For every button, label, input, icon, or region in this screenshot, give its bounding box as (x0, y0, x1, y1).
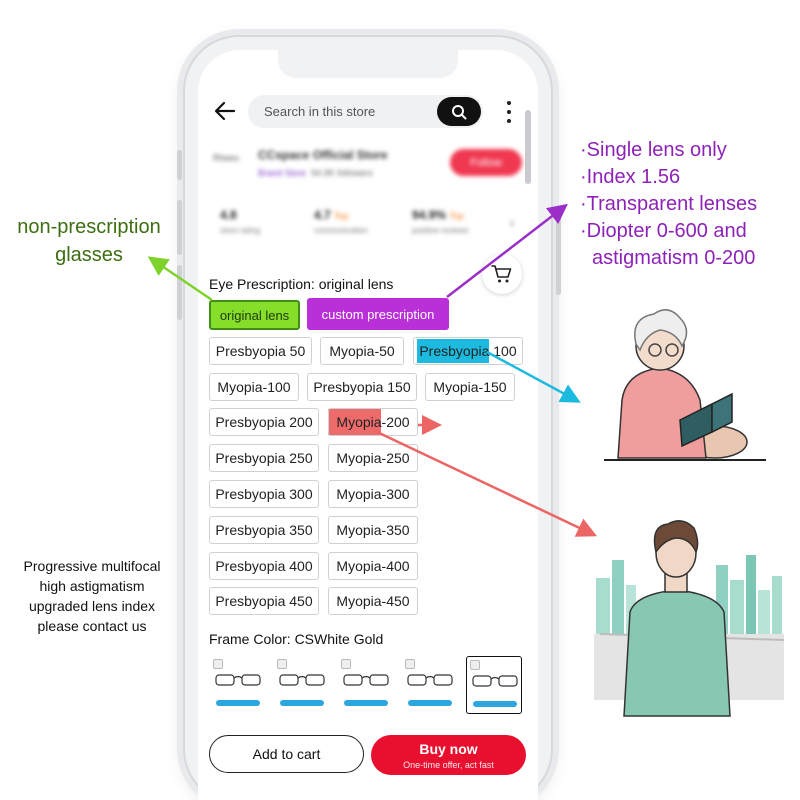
lens-type-custom[interactable]: custom prescription (307, 298, 449, 330)
young-man-city-illustration (594, 520, 785, 717)
cart-icon (491, 265, 512, 283)
annotation-custom-features: ·Single lens only ·Index 1.56 ·Transpare… (580, 137, 798, 272)
annotation-line: upgraded lens index (28, 598, 156, 614)
annotation-line: non-prescription (17, 216, 161, 238)
annotation-line: ·Diopter 0-600 and (580, 220, 747, 242)
stat-hot: Top (334, 211, 349, 221)
glasses-icon (407, 674, 453, 686)
option-chip[interactable]: Presbyopia 250 (209, 444, 319, 472)
stat-value: 94.9% (412, 208, 447, 222)
annotation-contact-note: Progressive multifocal high astigmatism … (4, 556, 180, 636)
option-chip[interactable]: Presbyopia 100 (413, 337, 523, 365)
store-stat: 4.7 Top communication (314, 208, 368, 235)
annotation-line: please contact us (37, 618, 147, 634)
add-to-cart-button[interactable]: Add to cart (209, 735, 364, 773)
option-chip[interactable]: Presbyopia 300 (209, 480, 319, 508)
stat-value: 4.8 (220, 208, 237, 222)
scrollbar[interactable] (525, 110, 531, 184)
annotation-line: astigmatism 0-200 (592, 247, 756, 269)
follow-button[interactable]: Follow (450, 149, 522, 176)
option-chip[interactable]: Presbyopia 400 (209, 552, 319, 580)
option-chip[interactable]: Presbyopia 350 (209, 516, 319, 544)
color-tag (344, 700, 388, 706)
store-subtitle: Brand Store 94.9K followers (258, 168, 373, 178)
annotation-line: high astigmatism (39, 578, 145, 594)
thumbnail-badge-icon (277, 659, 287, 669)
option-chip[interactable]: Myopia-300 (328, 480, 418, 508)
color-tag (473, 701, 517, 707)
phone-notch (278, 50, 458, 78)
annotation-line: ·Transparent lenses (580, 193, 758, 215)
thumbnail-badge-icon (341, 659, 351, 669)
highlight-cyan (417, 339, 489, 363)
thumbnail-badge-icon (405, 659, 415, 669)
chevron-right-icon[interactable]: › (510, 216, 514, 230)
option-chip[interactable]: Myopia-350 (328, 516, 418, 544)
option-chip[interactable]: Myopia-400 (328, 552, 418, 580)
option-chip[interactable]: Myopia-150 (425, 373, 515, 401)
option-chip[interactable]: Myopia-450 (328, 587, 418, 615)
annotation-line: glasses (55, 244, 123, 266)
thumbnail-badge-icon (470, 660, 480, 670)
option-chip[interactable]: Myopia-50 (320, 337, 404, 365)
annotation-line: ·Index 1.56 (580, 166, 681, 188)
option-chip[interactable]: Presbyopia 150 (307, 373, 417, 401)
stat-value: 4.7 (314, 208, 331, 222)
stat-label: communication (314, 226, 368, 235)
option-chip[interactable]: Presbyopia 200 (209, 408, 319, 436)
store-followers: 94.9K followers (311, 168, 373, 178)
option-chip[interactable]: Myopia-200 (328, 408, 418, 436)
option-chip[interactable]: Myopia-100 (209, 373, 299, 401)
option-chip[interactable]: Myopia-250 (328, 444, 418, 472)
phone-volume-down (177, 265, 182, 320)
search-icon (452, 104, 467, 119)
elderly-reader-illustration (604, 309, 766, 461)
more-vertical-icon[interactable] (504, 101, 514, 123)
highlight-red (328, 409, 381, 435)
lens-type-original[interactable]: original lens (209, 300, 300, 330)
frame-color-option[interactable] (274, 656, 330, 714)
frame-color-option[interactable] (210, 656, 266, 714)
search-input[interactable]: Search in this store (248, 95, 483, 128)
frame-color-option[interactable] (402, 656, 458, 714)
color-tag (216, 700, 260, 706)
phone-power-button (556, 215, 561, 295)
frame-color-option[interactable] (466, 656, 522, 714)
annotation-non-prescription: non-prescription glasses (4, 213, 174, 269)
store-stat: 94.9% Top positive reviews (412, 208, 468, 235)
stat-hot: Top (449, 211, 464, 221)
buy-now-sublabel: One-time offer, act fast (403, 760, 494, 770)
back-arrow-icon[interactable] (212, 98, 238, 124)
phone-volume-up (177, 200, 182, 255)
store-badge: Brand Store (258, 168, 307, 178)
color-tag (280, 700, 324, 706)
thumbnail-badge-icon (213, 659, 223, 669)
option-chip[interactable]: Presbyopia 50 (209, 337, 312, 365)
glasses-icon (215, 674, 261, 686)
annotation-line: Progressive multifocal (23, 558, 161, 574)
option-chip[interactable]: Presbyopia 450 (209, 587, 319, 615)
annotation-line: ·Single lens only (580, 139, 727, 161)
store-name[interactable]: CCspace Official Store (258, 148, 388, 162)
color-tag (408, 700, 452, 706)
stat-label: store rating (220, 226, 261, 235)
frame-color-option[interactable] (338, 656, 394, 714)
buy-now-button[interactable]: Buy now One-time offer, act fast (371, 735, 526, 775)
glasses-icon (343, 674, 389, 686)
store-stat: 4.8 store rating (220, 208, 260, 235)
phone-mute-switch (177, 150, 182, 180)
cart-button[interactable] (482, 254, 522, 294)
search-placeholder: Search in this store (264, 104, 376, 119)
buy-now-label: Buy now (419, 741, 478, 757)
stat-label: positive reviews (412, 226, 469, 235)
frame-color-label: Frame Color: CSWhite Gold (209, 631, 384, 647)
store-logo: Rheex (213, 153, 240, 163)
glasses-icon (472, 675, 518, 687)
search-button[interactable] (437, 97, 481, 126)
prescription-label: Eye Prescription: original lens (209, 276, 394, 292)
glasses-icon (279, 674, 325, 686)
